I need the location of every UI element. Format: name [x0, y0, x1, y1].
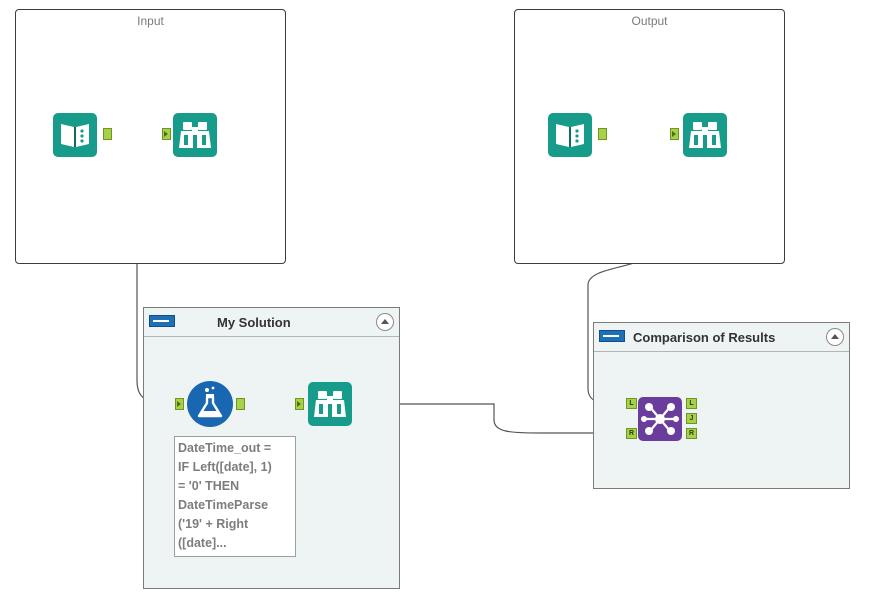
- browse-tool-solution-input-anchor[interactable]: [295, 398, 304, 410]
- output-tool-output-anchor[interactable]: [598, 128, 607, 140]
- collapse-button[interactable]: [826, 328, 844, 346]
- browse-tool-output-input-anchor[interactable]: [670, 128, 679, 140]
- collapse-button[interactable]: [376, 313, 394, 331]
- browse-tool-input[interactable]: [173, 113, 217, 157]
- book-icon: [556, 124, 584, 147]
- binoculars-icon: [689, 122, 721, 148]
- wire-mysolution-to-join-right: [352, 403, 624, 434]
- join-right-input-anchor[interactable]: R: [626, 428, 637, 439]
- my-solution-title: My Solution: [217, 315, 291, 330]
- comparison-title: Comparison of Results: [633, 330, 776, 345]
- join-right-output-anchor[interactable]: R: [686, 428, 697, 439]
- binoculars-icon: [314, 391, 346, 417]
- join-inner-output-anchor[interactable]: J: [686, 413, 697, 424]
- browse-tool-output[interactable]: [683, 113, 727, 157]
- join-tool[interactable]: [638, 397, 682, 441]
- browse-tool-input-anchor[interactable]: [162, 128, 171, 140]
- container-toggle-icon[interactable]: [149, 315, 175, 327]
- output-container-title: Output: [631, 14, 668, 28]
- formula-input-anchor[interactable]: [175, 398, 184, 410]
- join-left-output-anchor[interactable]: L: [686, 398, 697, 409]
- input-tool-output-anchor[interactable]: [103, 128, 112, 140]
- my-solution-header[interactable]: My Solution: [144, 308, 399, 337]
- flask-icon: [197, 386, 223, 418]
- formula-output-anchor[interactable]: [236, 398, 245, 410]
- join-network-icon: [641, 403, 679, 435]
- browse-tool-solution[interactable]: [308, 382, 352, 426]
- input-container-title: Input: [137, 14, 164, 28]
- join-left-input-anchor[interactable]: L: [626, 398, 637, 409]
- container-toggle-icon[interactable]: [599, 330, 625, 342]
- binoculars-icon: [179, 122, 211, 148]
- comparison-header[interactable]: Comparison of Results: [594, 323, 849, 352]
- formula-annotation: DateTime_out = IF Left([date], 1) = '0' …: [174, 436, 296, 557]
- input-data-tool[interactable]: [53, 113, 97, 157]
- formula-tool[interactable]: [187, 381, 233, 427]
- book-icon: [61, 124, 89, 147]
- output-data-tool[interactable]: [548, 113, 592, 157]
